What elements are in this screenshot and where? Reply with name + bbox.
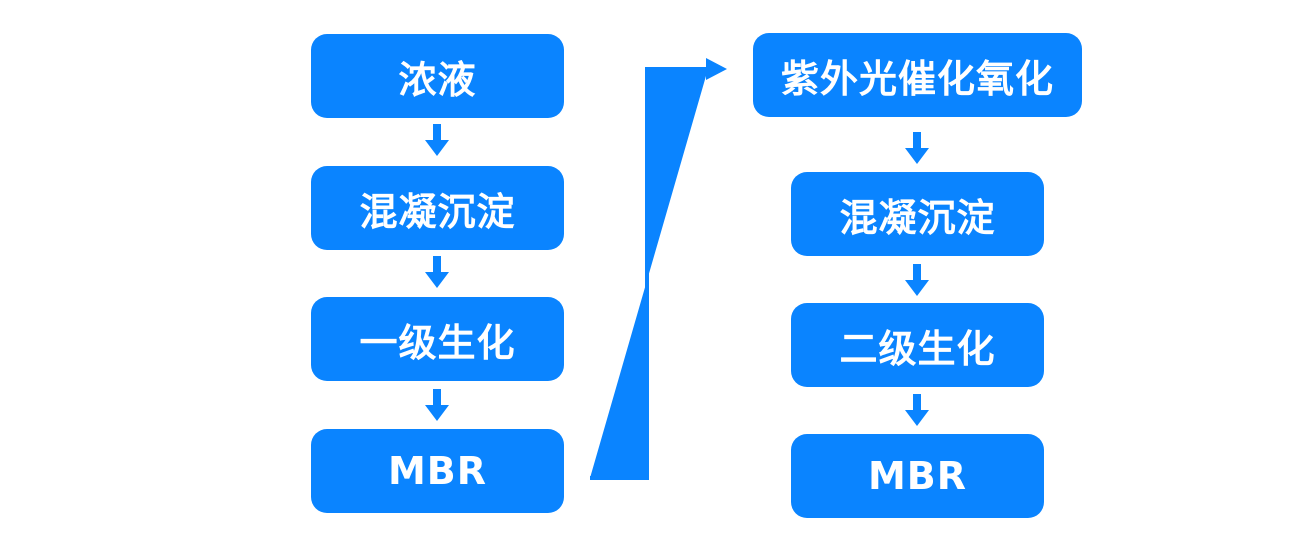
arrow-head <box>905 410 929 426</box>
down-arrow-icon <box>905 394 929 426</box>
right-step-mbr: MBR <box>791 434 1044 518</box>
right-step-coagulation: 混凝沉淀 <box>791 172 1044 256</box>
left-step-concentrate: 浓液 <box>311 34 564 118</box>
down-arrow-icon <box>905 132 929 164</box>
arrow-shaft <box>433 124 441 142</box>
arrow-shaft <box>913 132 921 150</box>
connector-line <box>590 67 708 480</box>
left-step-coagulation: 混凝沉淀 <box>311 166 564 250</box>
arrow-head <box>905 280 929 296</box>
arrow-shaft <box>433 256 441 274</box>
left-step-mbr: MBR <box>311 429 564 513</box>
arrow-shaft <box>433 389 441 407</box>
down-arrow-icon <box>425 256 449 288</box>
connector-arrow-head <box>706 58 727 80</box>
right-step-uv-photocatalytic-oxidation: 紫外光催化氧化 <box>753 33 1082 117</box>
arrow-head <box>425 140 449 156</box>
down-arrow-icon <box>905 264 929 296</box>
arrow-shaft <box>913 394 921 412</box>
down-arrow-icon <box>425 389 449 421</box>
down-arrow-icon <box>425 124 449 156</box>
arrow-shaft <box>913 264 921 282</box>
arrow-head <box>425 405 449 421</box>
arrow-head <box>905 148 929 164</box>
left-step-primary-bio: 一级生化 <box>311 297 564 381</box>
arrow-head <box>425 272 449 288</box>
right-step-secondary-bio: 二级生化 <box>791 303 1044 387</box>
